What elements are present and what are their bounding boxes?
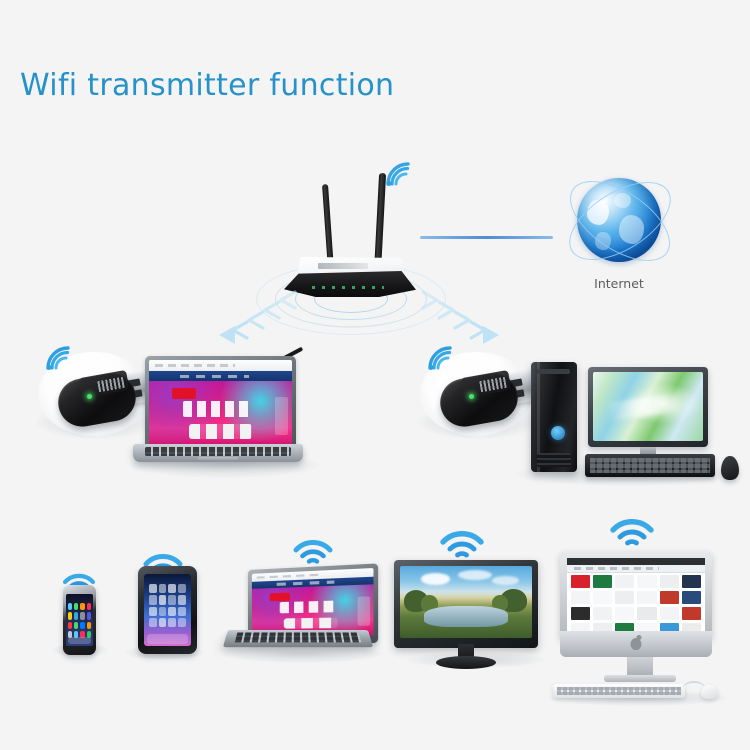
- mouse-cord: [682, 681, 706, 699]
- page-title: Wifi transmitter function: [20, 68, 395, 103]
- tablet-screen: [144, 574, 191, 646]
- desktop-mouse: [721, 456, 739, 480]
- wifi-signal-icon: [293, 534, 333, 565]
- laptop-base: [222, 630, 374, 648]
- usb-wifi-adapter: [436, 362, 560, 432]
- laptop-trackpad: [197, 457, 239, 461]
- ios-dock: [67, 637, 92, 645]
- smartphone-screen: [66, 594, 93, 646]
- signal-arrow-left: [215, 288, 300, 350]
- laptop-screen: [149, 360, 292, 448]
- internet-globe: Internet: [556, 165, 684, 308]
- laptop-lid: [145, 356, 296, 457]
- wifi-signal-icon: [426, 344, 456, 370]
- imac-screen: [567, 558, 705, 638]
- wifi-signal-icon: [440, 525, 484, 559]
- imac-stand-neck: [627, 657, 653, 677]
- imac-bezel: [560, 551, 712, 638]
- globe-icon: [577, 178, 661, 262]
- device-shadow: [222, 645, 382, 663]
- wifi-signal-icon: [44, 344, 74, 370]
- imac-desktop: [553, 551, 720, 701]
- shopping-webpage: [149, 360, 292, 448]
- tablet-home-screen: [149, 584, 186, 628]
- wifi-signal-icon: [384, 160, 414, 186]
- internet-link-line: [420, 236, 553, 239]
- imac-mouse: [701, 685, 718, 699]
- signal-arrow-right: [418, 288, 503, 350]
- landscape-photo: [400, 566, 532, 638]
- laptop-keyboard: [144, 446, 292, 457]
- monitor-stand-neck: [640, 447, 656, 458]
- monitor-bezel: [588, 367, 708, 447]
- tablet: [138, 566, 197, 654]
- tv-monitor: [394, 560, 538, 669]
- monitor-screen: [593, 372, 703, 441]
- tv-stand-base: [436, 656, 496, 669]
- shopping-webpage: [251, 568, 374, 636]
- router-brand-label: [318, 263, 368, 269]
- laptop-screen: [251, 568, 374, 636]
- tablet-dock: [146, 633, 189, 644]
- ios-home-screen: [68, 603, 91, 638]
- laptop-base: [133, 444, 303, 462]
- usb-wifi-adapter: [54, 362, 178, 432]
- green-abstract-wallpaper: [593, 372, 703, 441]
- desktop-monitor: [588, 367, 708, 447]
- desktop-tower: [531, 362, 577, 472]
- adapter-status-led: [469, 394, 474, 399]
- apple-logo-icon: [630, 635, 642, 650]
- imac-keyboard: [553, 684, 685, 698]
- webpage-product-grid: [571, 574, 701, 636]
- internet-label: Internet: [594, 276, 644, 291]
- adapter-status-led: [87, 394, 92, 399]
- tv-screen: [400, 566, 532, 638]
- wifi-signal-icon: [610, 513, 654, 547]
- shopping-webpage: [567, 558, 705, 638]
- imac-stand-base: [604, 675, 676, 682]
- tv-bezel: [394, 560, 538, 648]
- wireless-router: [256, 165, 446, 364]
- imac-chin: [560, 631, 712, 657]
- smartphone: [63, 585, 96, 655]
- desktop-keyboard: [585, 454, 715, 477]
